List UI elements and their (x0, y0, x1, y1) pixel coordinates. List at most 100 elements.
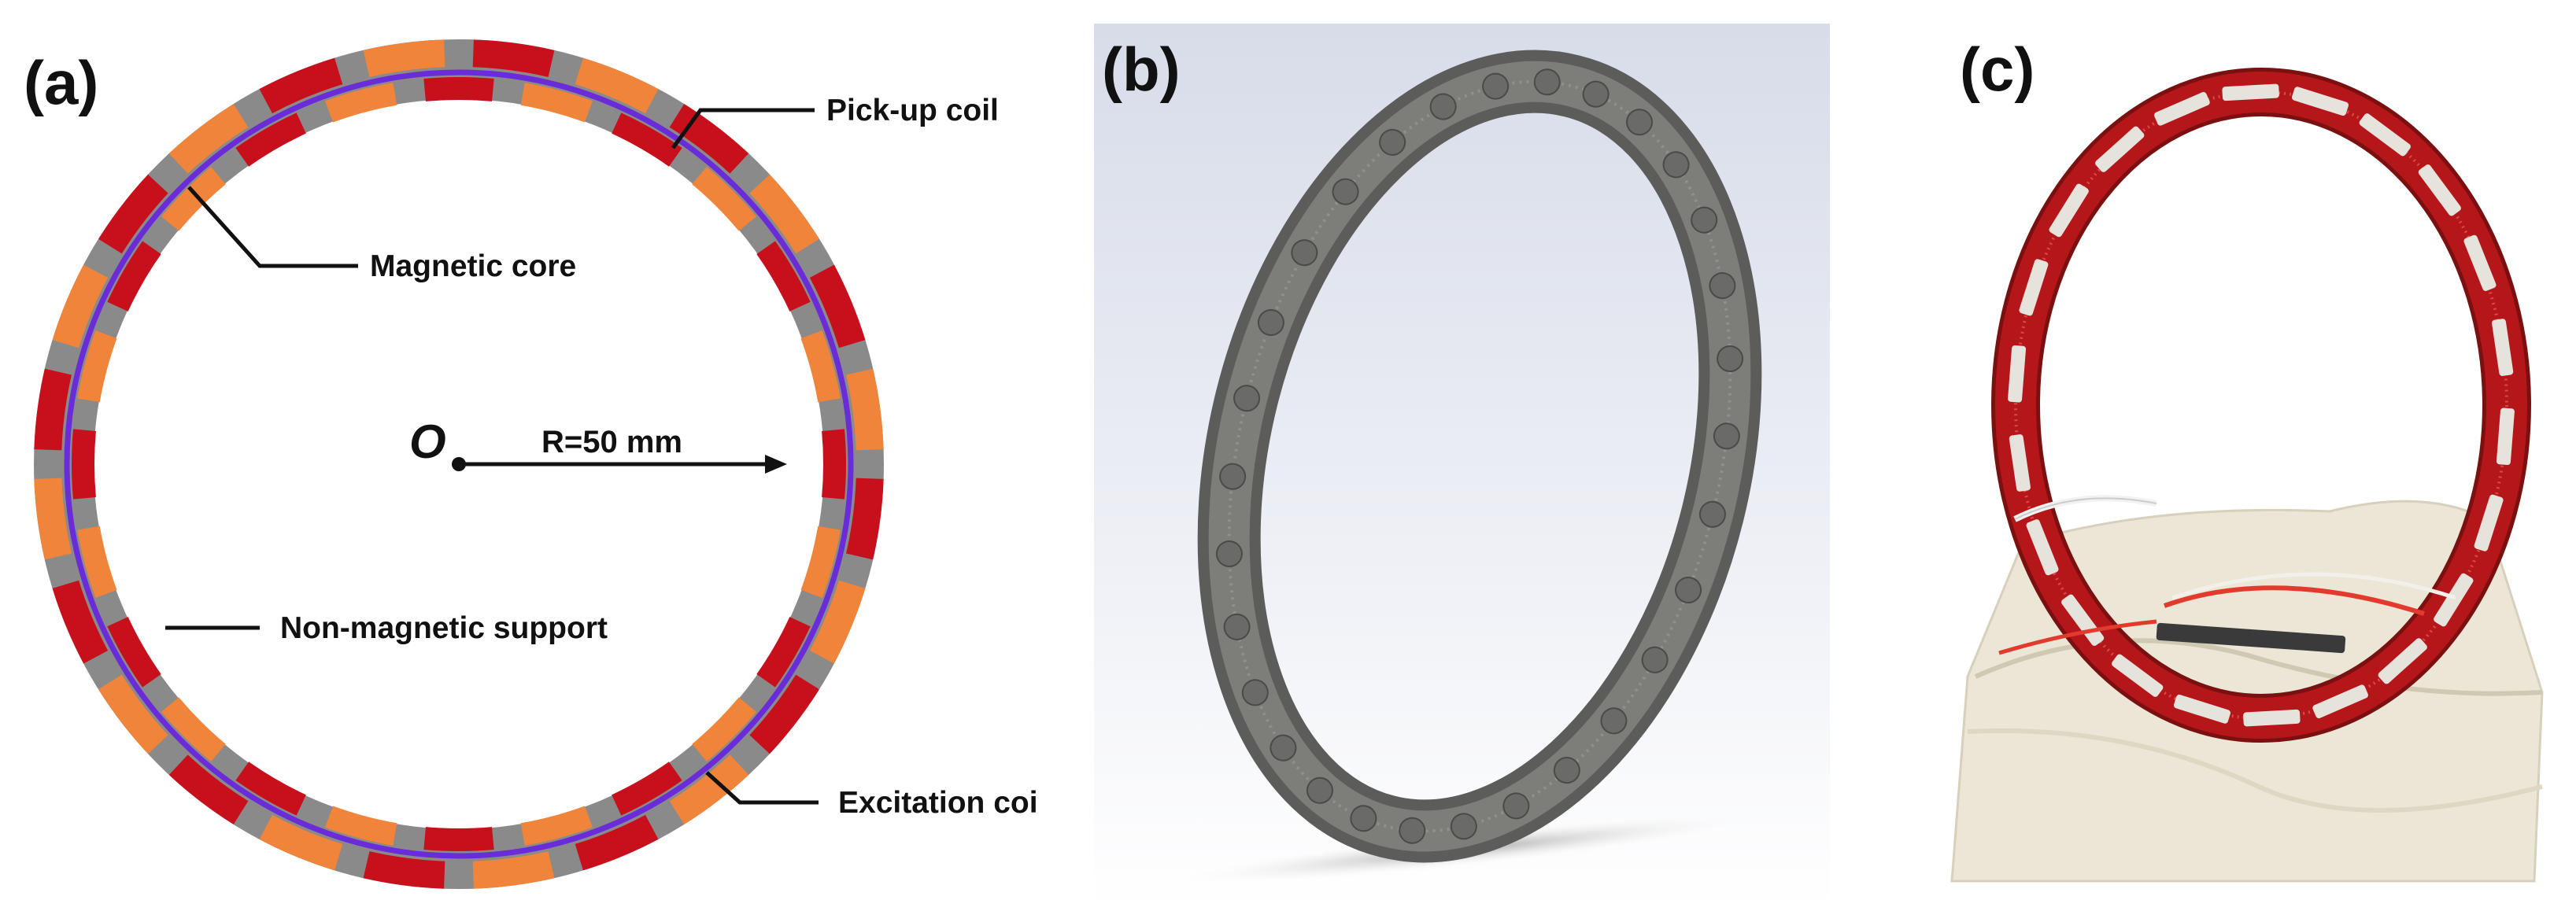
excitation-coil-segment (612, 112, 682, 167)
pickup-coil-segment (77, 526, 117, 598)
excitation-coil-segment (822, 429, 846, 500)
ring-stud (1291, 239, 1318, 267)
excitation-coil-segment (235, 762, 306, 816)
base-edge (1967, 728, 2543, 813)
pickup-coil-segment (749, 174, 819, 254)
excitation-coil-segment (809, 264, 866, 349)
tape-band (2008, 345, 2027, 403)
ring-stud (1717, 345, 1744, 372)
pickup-coil-segment (520, 83, 593, 123)
red-wire-lead (1998, 619, 2157, 655)
pickup-coil-segment (363, 39, 445, 77)
ring-stud (1429, 93, 1457, 120)
copper-windings (2014, 90, 2508, 720)
pickup-coil-segment (692, 697, 757, 762)
tape-band (2049, 183, 2089, 238)
tape-band (2095, 126, 2145, 172)
excitation-coil-segment (423, 77, 494, 101)
excitation-coil-segment (472, 39, 555, 77)
pickup-coil-segment (692, 166, 757, 231)
excitation-coil-segment (107, 241, 161, 312)
sensor-ring-group (34, 39, 884, 889)
panel-a: (a) O R=50 mm Pick-up coil Magnetic core… (0, 0, 1046, 907)
panel-c-label: (c) (1960, 35, 2035, 104)
excitation-coil-segment (575, 814, 659, 871)
tape-band (2378, 638, 2427, 684)
tape-band (2061, 594, 2105, 646)
ring-stud (1306, 776, 1333, 804)
excitation-coil-segment (168, 754, 249, 824)
pickup-coil-label: Pick-up coil (826, 94, 999, 127)
excitation-coil-label: Excitation coil (838, 786, 1039, 820)
ring-stud (1450, 813, 1477, 840)
tape-band (2243, 709, 2301, 727)
pickup-coil-segment (77, 330, 117, 403)
ring-stud (1709, 272, 1736, 300)
ring-body (1197, 50, 1762, 863)
radius-arrowhead (765, 455, 787, 474)
pickup-coil-segment (800, 330, 841, 403)
ring-stud (1553, 757, 1580, 784)
ring-stud (1698, 500, 1726, 528)
tape-band (2019, 259, 2049, 316)
panel-b: (b) (1094, 0, 1830, 907)
red-wire (2163, 585, 2425, 616)
excitation-coil-segment (846, 478, 884, 560)
excitation-coil-segment (52, 580, 109, 664)
pickup-coil-segment (472, 851, 555, 889)
excitation-coil-segment (72, 429, 96, 500)
tape-band (2222, 83, 2279, 101)
ring-stud (1270, 734, 1297, 762)
ring-stud (1691, 206, 1718, 234)
tape-band (2026, 519, 2059, 576)
excitation-coil-segment (98, 174, 168, 254)
excitation-coil-segment (34, 368, 72, 451)
magnetic-core-leader (187, 186, 358, 268)
white-wire-edge (2014, 497, 2157, 520)
ring-stud (1675, 577, 1702, 604)
panel-c: (c) (1920, 0, 2576, 907)
ring-stud (1502, 792, 1530, 820)
ring-stud (1241, 679, 1269, 706)
pickup-coil-segment (325, 83, 397, 123)
pickup-coil-segment (800, 526, 841, 598)
tape-band (2463, 234, 2497, 291)
tape-band (2009, 434, 2031, 492)
ring-stud (1626, 109, 1654, 136)
excitation-coil-segment (669, 104, 749, 174)
ring-3d-render: (b) (1094, 24, 1830, 907)
pickup-coil-segment (575, 57, 659, 114)
white-wire-2 (2171, 572, 2456, 600)
pickup-coil-segment (34, 478, 72, 560)
ring-stud (1219, 463, 1247, 490)
excitation-coil-segment (756, 241, 811, 312)
excitation-coil-segment (423, 827, 494, 851)
pickup-coil-segment (325, 806, 397, 846)
ring-stud (1257, 308, 1284, 336)
magnetic-core-label: Magnetic core (370, 249, 576, 283)
tape-band (2291, 87, 2349, 116)
pickup-coil-segment (259, 814, 343, 871)
magnetic-core-ring (64, 69, 854, 859)
tape-band (2359, 113, 2411, 157)
ring-studs (1215, 68, 1744, 844)
tape-band (2474, 494, 2504, 551)
base-groove (1974, 638, 2543, 696)
pickup-coil-segment (669, 754, 749, 824)
pickup-coil-segment (52, 264, 109, 349)
tape-band (2112, 654, 2164, 697)
tape-band (2496, 408, 2515, 466)
prototype-photo: (c) (1950, 35, 2544, 883)
tape-band (2418, 164, 2461, 216)
support-ring (34, 39, 884, 889)
support-base (1950, 500, 2544, 883)
ring-stud (1350, 805, 1377, 832)
coil-sensor-diagram: O R=50 mm Pick-up coil Magnetic core Non… (34, 39, 1046, 889)
ring-stud (1662, 151, 1690, 179)
pickup-coil-segment (161, 697, 226, 762)
tape-band (2434, 573, 2474, 627)
ring-stud (1332, 178, 1359, 205)
pickup-coil-segment (809, 580, 866, 664)
ring-stud (1600, 707, 1628, 735)
ring-stud (1533, 68, 1561, 96)
